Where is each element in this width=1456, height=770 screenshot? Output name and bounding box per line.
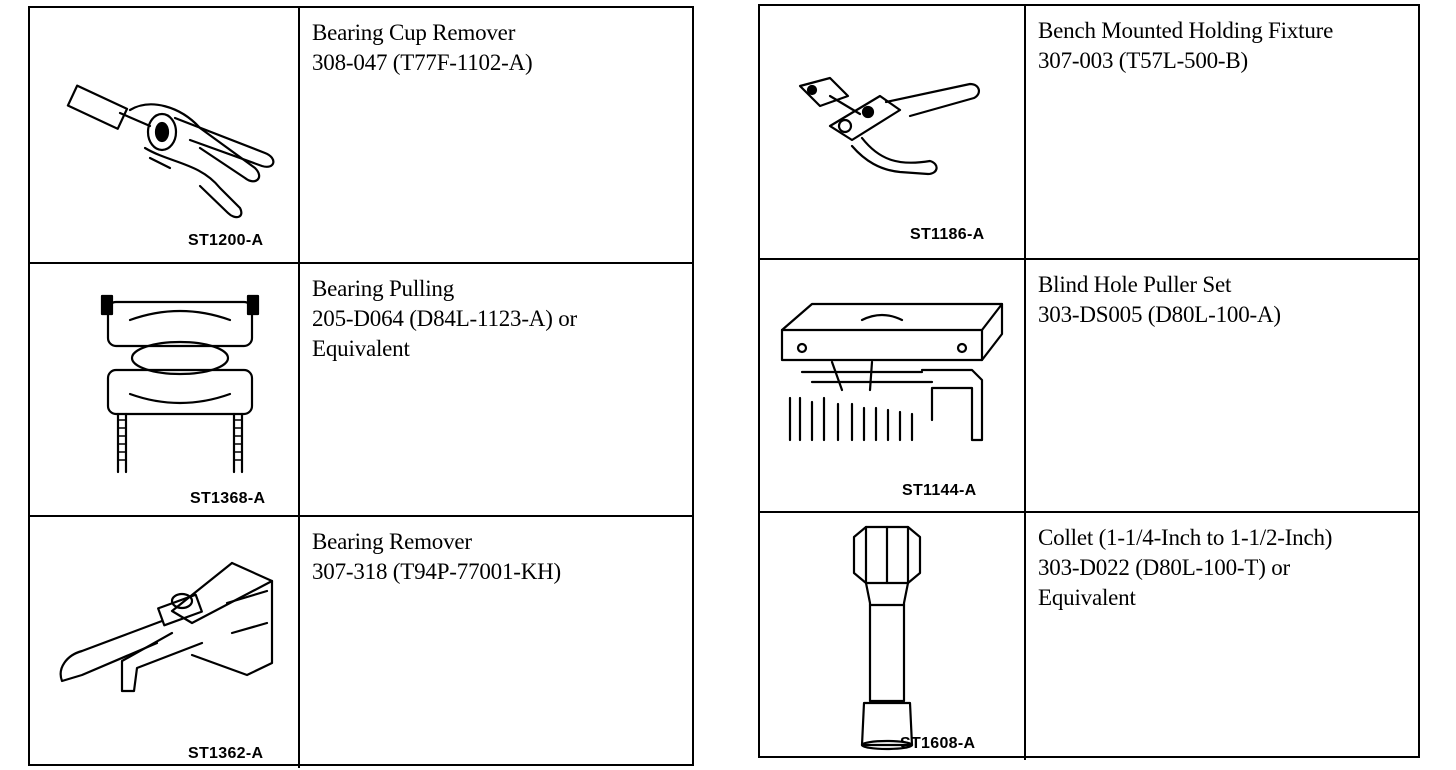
tool-text-cell: Bearing Cup Remover 308-047 (T77F-1102-A… <box>300 8 692 262</box>
part-code: ST1200-A <box>188 232 264 249</box>
left-tool-table: ST1200-A Bearing Cup Remover 308-047 (T7… <box>28 6 694 768</box>
collet-illustration <box>852 525 922 751</box>
tool-number: 205-D064 (D84L-1123-A) or <box>312 306 577 331</box>
tool-text-cell: Collet (1-1/4-Inch to 1-1/2-Inch) 303-D0… <box>1026 513 1418 760</box>
tool-text-cell: Bearing Remover 307-318 (T94P-77001-KH) <box>300 517 692 768</box>
part-code: ST1144-A <box>902 482 977 499</box>
tool-name: Collet (1-1/4-Inch to 1-1/2-Inch) <box>1038 525 1333 550</box>
holding-fixture-illustration <box>798 76 980 176</box>
tool-image-cell: ST1368-A <box>30 264 300 515</box>
tool-name: Bearing Cup Remover <box>312 20 516 45</box>
tool-text-cell: Bench Mounted Holding Fixture 307-003 (T… <box>1026 6 1418 258</box>
bearing-puller-illustration <box>100 294 260 474</box>
tool-number: 307-318 (T94P-77001-KH) <box>312 559 562 584</box>
tool-image-cell: ST1186-A <box>760 6 1026 258</box>
tool-row: ST1608-A Collet (1-1/4-Inch to 1-1/2-Inc… <box>760 511 1418 760</box>
tool-number: 307-003 (T57L-500-B) <box>1038 48 1248 73</box>
tool-number: 308-047 (T77F-1102-A) <box>312 50 533 75</box>
tool-name: Bearing Pulling <box>312 276 455 301</box>
tool-name: Bearing Remover <box>312 529 472 554</box>
tool-row: ST1368-A Bearing Pulling 205-D064 (D84L-… <box>30 262 692 515</box>
bearing-cup-remover-illustration <box>66 84 275 219</box>
tool-name: Blind Hole Puller Set <box>1038 272 1232 297</box>
tool-note: Equivalent <box>1038 585 1136 610</box>
tool-image-cell: ST1144-A <box>760 260 1026 511</box>
tool-image-cell: ST1362-A <box>30 517 300 768</box>
tool-text-cell: Blind Hole Puller Set 303-DS005 (D80L-10… <box>1026 260 1418 511</box>
bearing-remover-illustration <box>59 561 274 693</box>
part-code: ST1362-A <box>188 745 264 762</box>
blind-hole-puller-set-illustration <box>780 302 1004 442</box>
tool-number: 303-D022 (D80L-100-T) or <box>1038 555 1290 580</box>
tool-image-cell: ST1608-A <box>760 513 1026 760</box>
tool-number: 303-DS005 (D80L-100-A) <box>1038 302 1281 327</box>
tool-row: ST1186-A Bench Mounted Holding Fixture 3… <box>760 6 1418 258</box>
tool-text-cell: Bearing Pulling 205-D064 (D84L-1123-A) o… <box>300 264 692 515</box>
tool-row: ST1362-A Bearing Remover 307-318 (T94P-7… <box>30 515 692 768</box>
part-code: ST1368-A <box>190 490 266 507</box>
part-code: ST1186-A <box>910 226 985 243</box>
tool-name: Bench Mounted Holding Fixture <box>1038 18 1334 43</box>
tool-row: ST1200-A Bearing Cup Remover 308-047 (T7… <box>30 8 692 262</box>
part-code: ST1608-A <box>900 735 976 752</box>
tool-image-cell: ST1200-A <box>30 8 300 262</box>
tool-row: ST1144-A Blind Hole Puller Set 303-DS005… <box>760 258 1418 511</box>
tool-note: Equivalent <box>312 336 410 361</box>
right-tool-table: ST1186-A Bench Mounted Holding Fixture 3… <box>758 4 1420 760</box>
